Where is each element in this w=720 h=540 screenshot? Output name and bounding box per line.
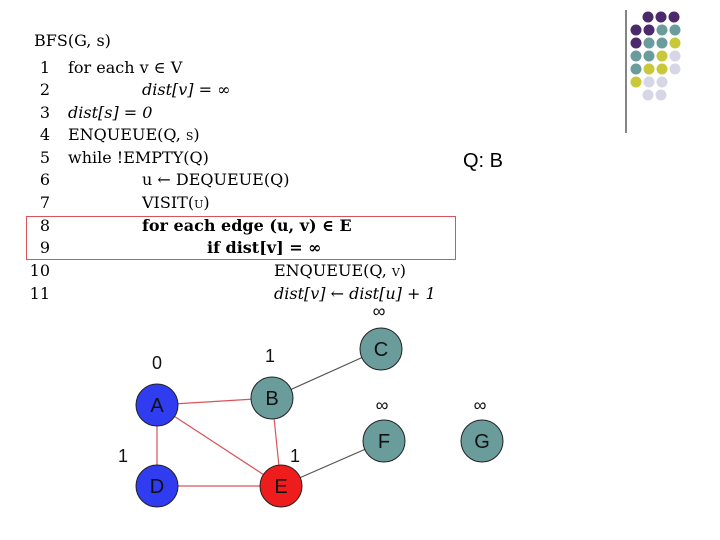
decorative-dot [630, 24, 642, 36]
node-f-dist: ∞ [376, 395, 389, 415]
node-b-circle [250, 376, 294, 420]
decorative-dot [643, 50, 655, 62]
decorative-dot [656, 63, 668, 75]
node-e-label: E [274, 476, 287, 498]
decorative-dot-grid [625, 10, 681, 133]
node-c-circle [359, 327, 403, 371]
decorative-dot [643, 37, 655, 49]
decorative-dot [655, 89, 667, 101]
node-d-circle [135, 464, 179, 508]
highlight-box-lines-8-9 [26, 216, 456, 260]
decorative-dot [630, 50, 642, 62]
node-a: A0 [135, 353, 179, 427]
decorative-dot [669, 37, 681, 49]
node-f-label: F [378, 431, 390, 453]
node-g: G∞ [460, 395, 504, 463]
queue-state: Q: B [463, 150, 504, 172]
decorative-dot [655, 11, 667, 23]
node-g-label: G [474, 431, 490, 453]
edge-a-e [156, 404, 282, 487]
decorative-dot [643, 24, 655, 36]
decorative-dot [630, 76, 642, 88]
decorative-dot [656, 76, 668, 88]
decorative-dot [668, 11, 680, 23]
decorative-dot [656, 37, 668, 49]
decorative-dot [630, 63, 642, 75]
decorative-dot [642, 11, 654, 23]
node-b-dist: 1 [265, 346, 275, 366]
node-d: D1 [118, 446, 179, 508]
node-e-circle [259, 464, 303, 508]
decorative-dot [642, 89, 654, 101]
node-d-dist: 1 [118, 446, 128, 466]
node-a-dist: 0 [152, 353, 162, 373]
node-g-circle [460, 419, 504, 463]
bfs-pseudocode: BFS(G, s) 1 for each v ∈ V 2 dist[v] = ∞… [0, 0, 470, 310]
decorative-dot [669, 50, 681, 62]
decorative-dot [643, 76, 655, 88]
node-e: E1 [259, 446, 303, 508]
node-a-circle [135, 383, 179, 427]
decorative-dot [630, 37, 642, 49]
node-c: C∞ [359, 301, 403, 371]
node-f-circle [362, 419, 406, 463]
node-e-dist: 1 [290, 446, 300, 466]
decorative-dot [643, 63, 655, 75]
decorative-dot [669, 24, 681, 36]
decorative-dot [669, 63, 681, 75]
node-b-label: B [265, 388, 278, 410]
node-d-label: D [150, 476, 164, 498]
algorithm-title: BFS(G, s) [34, 31, 111, 50]
node-c-label: C [374, 339, 388, 361]
node-a-label: A [150, 395, 164, 417]
node-g-dist: ∞ [474, 395, 487, 415]
node-c-dist: ∞ [373, 301, 386, 321]
decorative-dot [656, 24, 668, 36]
node-f: F∞ [362, 395, 406, 463]
node-b: B1 [250, 346, 294, 420]
decorative-dot [656, 50, 668, 62]
